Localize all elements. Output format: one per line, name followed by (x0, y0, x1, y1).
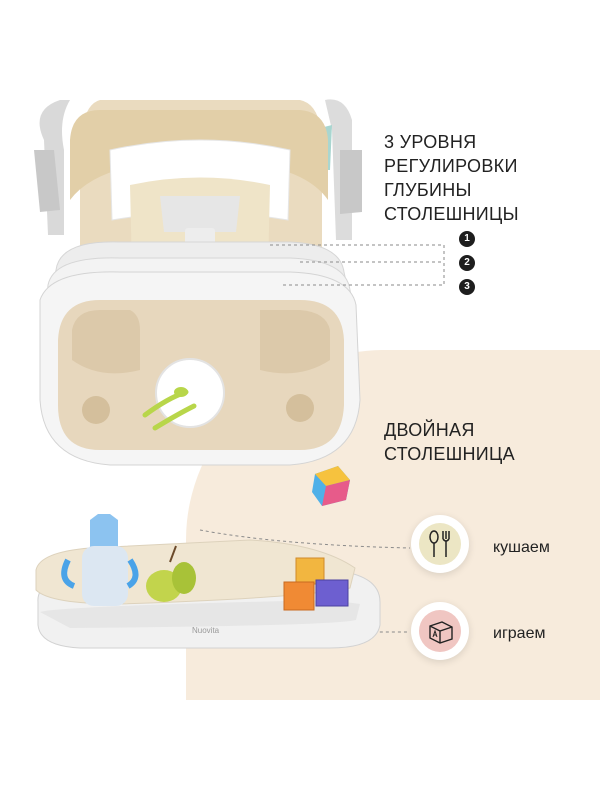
level-badge-3: 3 (459, 279, 475, 295)
double-tray-heading: ДВОЙНАЯ СТОЛЕШНИЦА (384, 418, 584, 466)
fork-spoon-icon (429, 530, 450, 557)
brand-logo: Nuovita (192, 626, 220, 635)
front-tray (39, 241, 361, 466)
depth-levels-heading-line-2: ГЛУБИНЫ СТОЛЕШНИЦЫ (384, 180, 519, 224)
toy-cube-icon (429, 621, 453, 644)
chair-frame (34, 99, 362, 240)
level-badge-2: 2 (459, 255, 475, 271)
double-tray-heading-line-1: ДВОЙНАЯ (384, 420, 475, 440)
double-tray-heading-line-2: СТОЛЕШНИЦА (384, 444, 515, 464)
eating-feature-label: кушаем (493, 539, 550, 556)
playing-feature-label: играем (493, 625, 546, 642)
depth-levels-heading: 3 УРОВНЯ РЕГУЛИРОВКИ ГЛУБИНЫ СТОЛЕШНИЦЫ (384, 130, 594, 226)
eating-feature-background (419, 523, 461, 565)
floating-toy-cube (312, 466, 350, 506)
depth-levels-heading-line-1: 3 УРОВНЯ РЕГУЛИРОВКИ (384, 132, 518, 176)
level-badge-1: 1 (459, 231, 475, 247)
playing-feature-circle (411, 602, 469, 660)
eating-feature-circle (411, 515, 469, 573)
seat (70, 100, 328, 285)
double-tray (35, 514, 381, 649)
